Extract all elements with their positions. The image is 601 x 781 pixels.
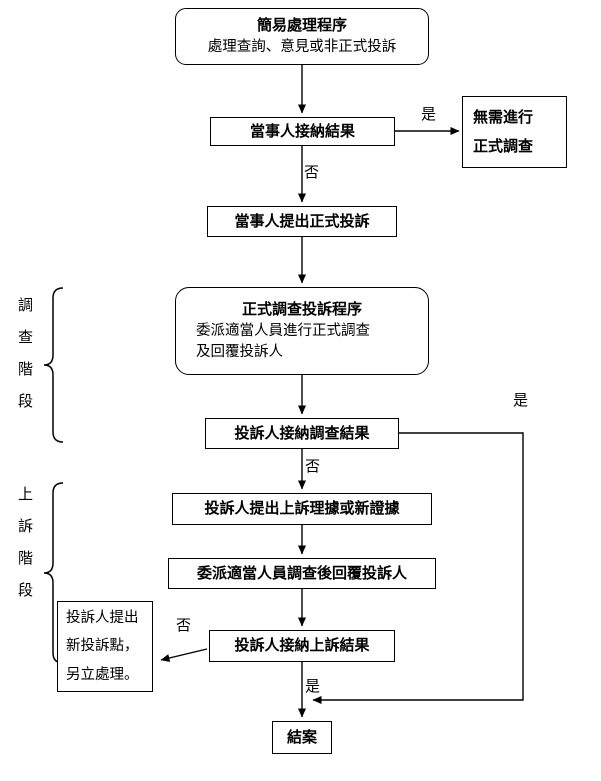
edge-label-no-to-new-complaint: 否: [175, 617, 193, 634]
edge-label-no-after-accept-result: 否: [303, 164, 321, 181]
node-no-formal-line2: 正式調查: [473, 138, 534, 155]
edge-label-yes-before-close: 是: [304, 678, 322, 695]
node-formal-procedure: 正式調查投訴程序 委派適當人員進行正式調查 及回覆投訴人: [175, 287, 429, 375]
node-no-formal-investigation: 無需進行 正式調查: [462, 96, 567, 168]
node-complainant-accepts-result: 投訴人接納調查結果: [205, 418, 399, 449]
edge-label-no-after-accept-investigation: 否: [304, 458, 322, 475]
investigation-stage-brace: [43, 287, 64, 443]
edge-label-yes-top-right: 是: [420, 106, 438, 123]
node-simple-procedure: 簡易處理程序 處理查詢、意見或非正式投訴: [175, 8, 429, 65]
arrow-acceptappeal-to-newcomplaint: [160, 648, 208, 662]
node-simple-procedure-subtitle: 處理查詢、意見或非正式投訴: [207, 38, 397, 55]
node-new-complaint-line1: 投訴人提出: [66, 610, 139, 627]
node-complainant-accepts-appeal: 投訴人接納上訴結果: [209, 630, 395, 662]
node-formal-procedure-line2: 及回覆投訴人: [196, 343, 283, 360]
node-appeal-reply: 委派適當人員調查後回覆投訴人: [168, 558, 436, 589]
stage-label-appeal: 上訴階段: [16, 486, 33, 614]
node-new-complaint-point: 投訴人提出 新投訴點， 另立處理。: [57, 601, 153, 692]
node-complainant-accepts-result-label: 投訴人接納調查結果: [234, 424, 370, 442]
edge-label-yes-right-side: 是: [512, 392, 530, 409]
node-appeal-grounds: 投訴人提出上訴理據或新證據: [172, 493, 432, 525]
node-new-complaint-line2: 新投訴點，: [66, 638, 139, 655]
node-party-formal-complaint-label: 當事人提出正式投訴: [234, 212, 370, 230]
node-appeal-grounds-label: 投訴人提出上訴理據或新證據: [204, 500, 400, 518]
stage-label-investigation: 調查階段: [16, 297, 33, 425]
node-party-formal-complaint: 當事人提出正式投訴: [207, 206, 397, 237]
node-appeal-reply-label: 委派適當人員調查後回覆投訴人: [196, 564, 407, 582]
node-case-closed: 結案: [272, 721, 332, 754]
node-party-accepts-result-label: 當事人接納結果: [249, 122, 355, 140]
node-simple-procedure-title: 簡易處理程序: [256, 17, 347, 35]
node-no-formal-line1: 無需進行: [473, 108, 534, 126]
node-new-complaint-line3: 另立處理。: [66, 666, 139, 683]
node-party-accepts-result: 當事人接納結果: [210, 117, 395, 146]
node-complainant-accepts-appeal-label: 投訴人接納上訴結果: [234, 637, 370, 655]
node-formal-procedure-title: 正式調查投訴程序: [241, 301, 362, 319]
node-formal-procedure-line1: 委派適當人員進行正式調查: [196, 322, 370, 339]
node-case-closed-label: 結案: [286, 728, 317, 746]
